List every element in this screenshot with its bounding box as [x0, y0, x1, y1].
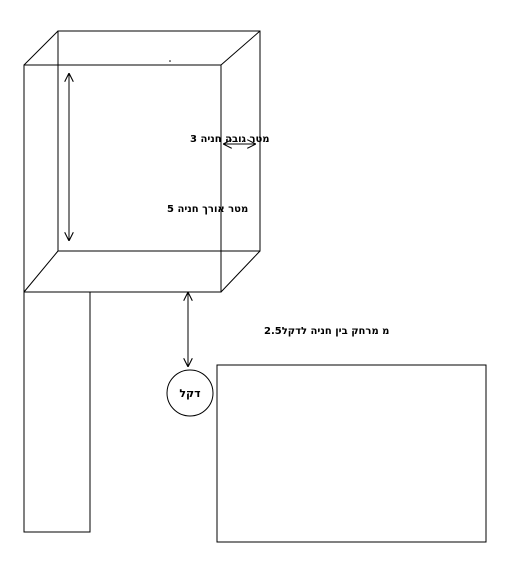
parking-edge-bottom-right — [220, 250, 261, 293]
parking-edge-bottom-left — [23, 250, 59, 293]
palm-label: דקל — [179, 387, 200, 400]
palm-circle — [166, 369, 214, 417]
stray-dot — [169, 60, 171, 62]
side-strip — [23, 291, 91, 533]
distance-label: מ מרחק בין חניה לדקל2.5 — [264, 326, 389, 337]
parking-front-face — [23, 64, 222, 293]
parking-edge-top-right — [220, 30, 261, 66]
parking-back-face — [57, 30, 261, 252]
parking-edge-top-left — [23, 30, 59, 66]
height-label: מטר גובה חניה 3 — [190, 134, 270, 145]
length-label: מטר אורך חניה 5 — [167, 204, 248, 215]
building-block — [216, 364, 487, 543]
